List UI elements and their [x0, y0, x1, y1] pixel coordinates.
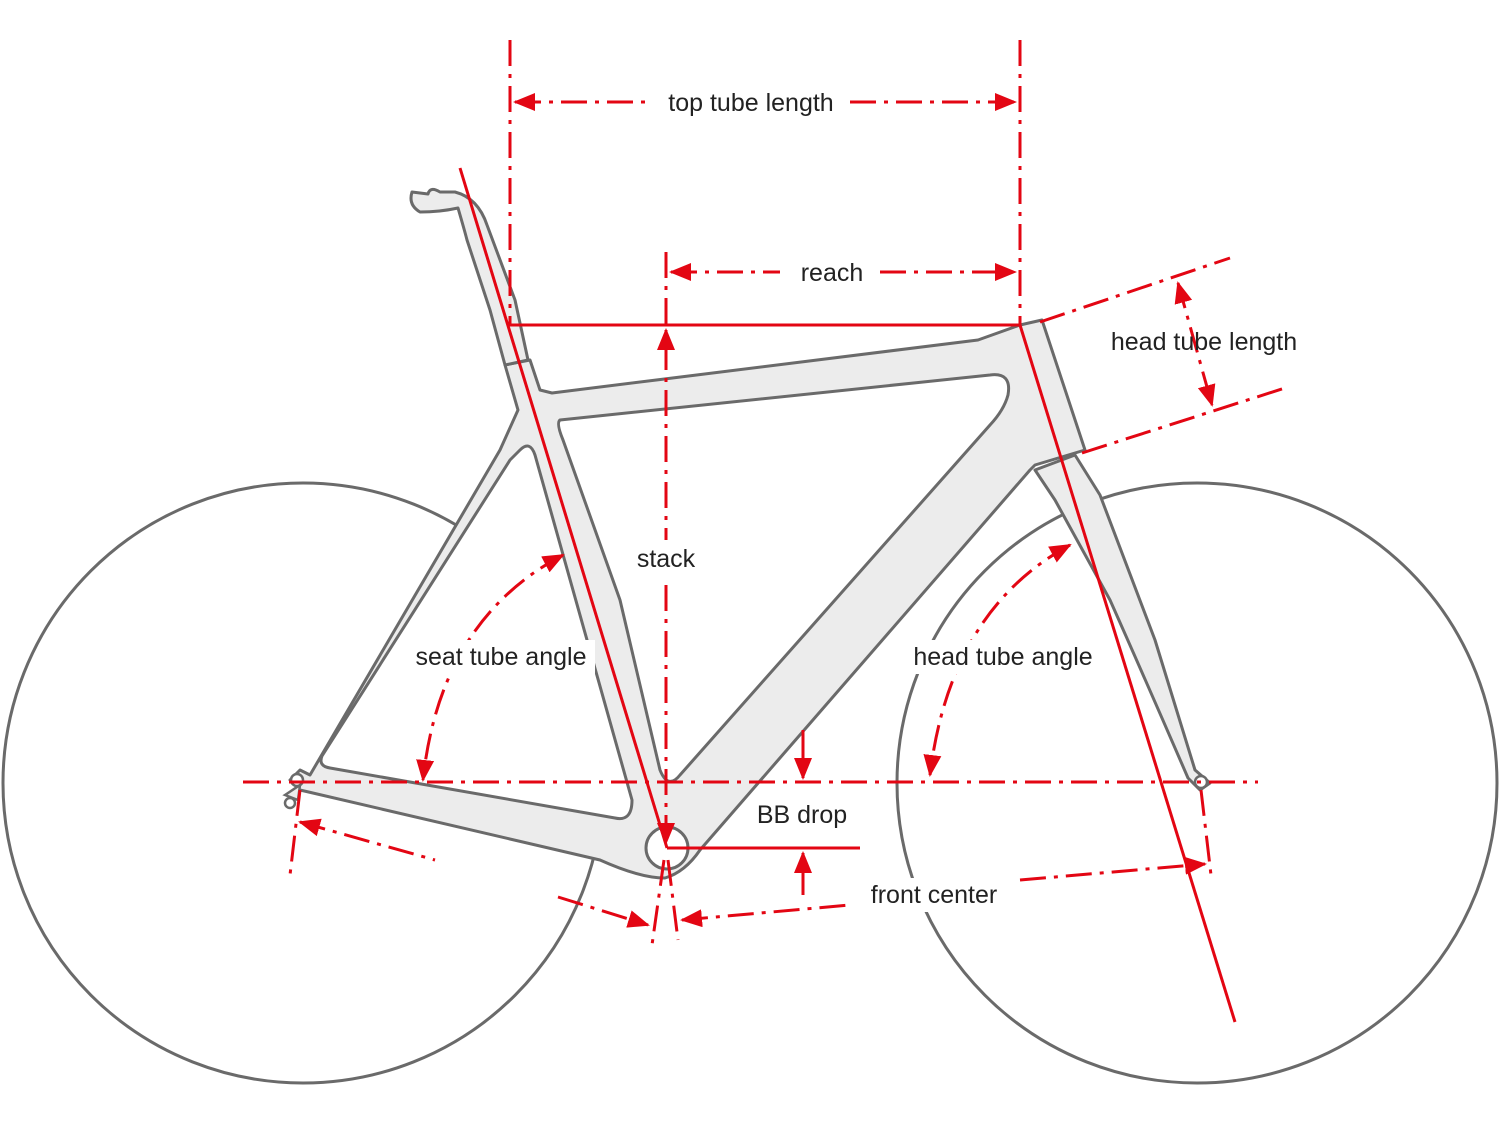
- top-tube-length-label: top tube length: [668, 89, 833, 117]
- chainstay-rear-extension: [288, 789, 302, 876]
- bb-drop-label: BB drop: [757, 801, 847, 829]
- head-tube-angle-label: head tube angle: [913, 643, 1092, 671]
- fc-bb-extension: [666, 859, 680, 941]
- chainstay-bb-extension: [650, 859, 666, 946]
- front-center-dimension: [680, 903, 851, 928]
- chainstay-length-dimension: [298, 818, 436, 862]
- seat-tube-axis: [458, 167, 669, 849]
- seat-tube-angle-arc: [416, 553, 565, 782]
- reach-label: reach: [801, 259, 864, 287]
- fc-front-extension: [1199, 789, 1213, 876]
- steering-axis: [1018, 324, 1237, 1023]
- seat-tube-angle-label: seat tube angle: [416, 643, 587, 671]
- front-center-label: front center: [871, 881, 997, 909]
- head-tube-length-label: head tube length: [1111, 328, 1297, 356]
- head-tube-length-dimension: [1174, 281, 1216, 407]
- bike-frame: [282, 187, 1212, 880]
- stack-label: stack: [637, 545, 696, 573]
- htl-upper-extension: [1039, 256, 1231, 324]
- head-tube-angle-arc: [923, 543, 1072, 777]
- htl-lower-extension: [1081, 386, 1286, 455]
